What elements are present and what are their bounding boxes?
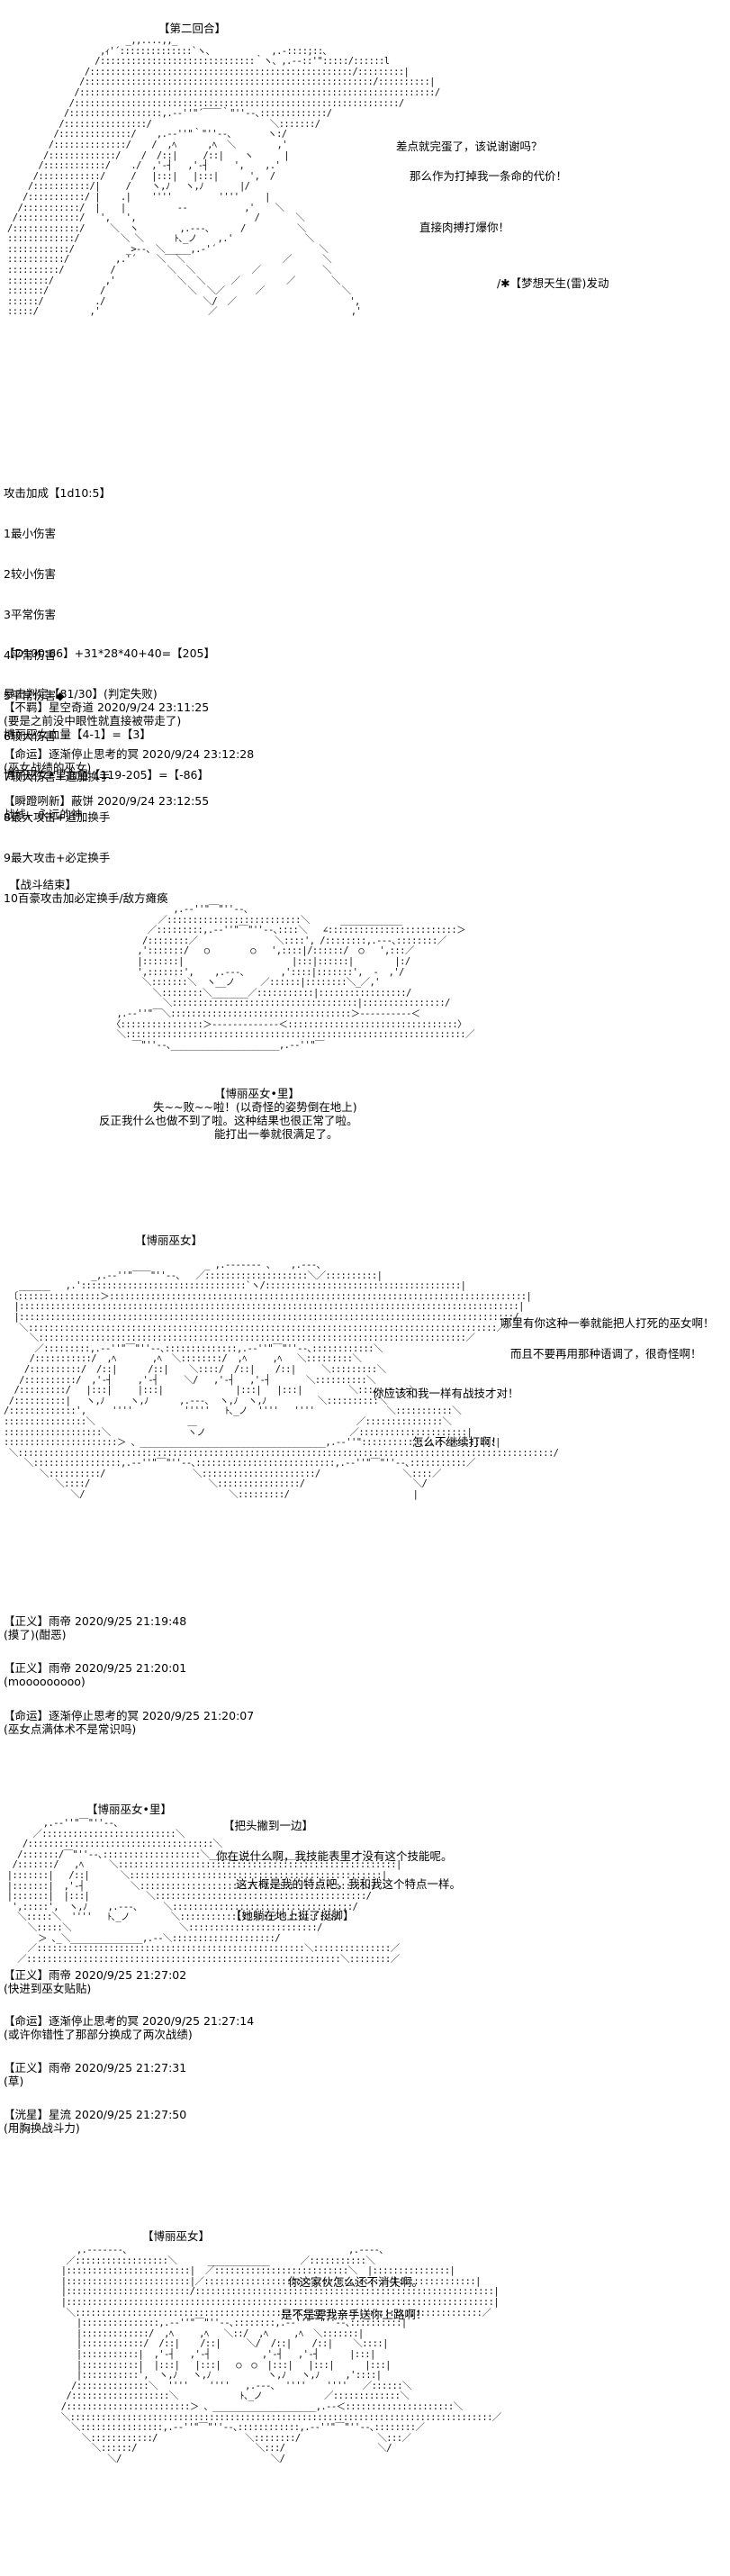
attack-row: 7较大伤害+追加换手 (4, 770, 111, 783)
dialogue-line: 是不是要我亲手送你上路啊！ (281, 2308, 428, 2321)
dialogue-line: 【把头撇到一边】 (223, 1819, 314, 1832)
comment-user: 【洸星】星流 2020/9/25 21:27:50 (4, 2108, 187, 2121)
speaker-label: 【博丽巫女•里】 (86, 1803, 172, 1816)
attack-table: 攻击加成【1d10:5】 1最小伤害 2较小伤害 3平常伤害 4平常伤害 5平常… (4, 459, 168, 932)
attack-row: 3平常伤害 (4, 608, 56, 621)
comment-user: 【命运】逐渐停止思考的冥 2020/9/24 23:12:28 (4, 747, 255, 761)
calc-row: 【D100:66】+31*28*40+40=【205】 (4, 646, 216, 660)
damage-calc: 【D100:66】+31*28*40+40=【205】 暴击判定【81/30】(… (4, 619, 215, 809)
comment-user: 【命运】逐渐停止思考的冥 2020/9/25 21:20:07 (4, 1709, 255, 1722)
comment-text: (要是之前没中眼性就直接被带走了) (4, 714, 182, 728)
attack-row: 10百豪攻击加必定换手/敌方瘫痪 (4, 891, 168, 905)
dialogue-line: 【她躺在地上挺了挺脚】 (230, 1909, 355, 1922)
attack-row: 2较小伤害 (4, 567, 56, 581)
comment-user: 【正义】雨帝 2020/9/25 21:27:02 (4, 1968, 187, 1982)
comment-text: (巫女点满体术不是常识吗) (4, 1722, 137, 1736)
dialogue-line: /✱【梦想天生(雷)发动 (497, 276, 609, 290)
comment-user: 【正义】雨帝 2020/9/25 21:27:31 (4, 2061, 187, 2074)
ascii-art-figure-2: _ ,.-‐‐‐‐‐- 、 ,.-‐-、 _,.-‐''"￣￣"''‐-､ ／:… (4, 1260, 559, 1501)
scene1-dialogue: 差点就完蛋了，该说谢谢吗？ (396, 113, 543, 180)
battle-end-header: 【战斗结束】 (9, 878, 77, 891)
ascii-art-lying-figure: ,.-‐''"￣"''‐-､ ／::::::::::::::::::::::::… (111, 904, 475, 1051)
comment-user: 【不羁】星空奇道 2020/9/24 23:11:25 (4, 700, 210, 714)
dialogue-line: 那么作为打掉我一条命的代价！ (410, 169, 568, 183)
dialogue-line: 反正我什么也做不到了啦。这种结果也很正常了啦。 (99, 1114, 358, 1127)
dialogue-line: 你在说什么啊，我技能表里才没有这个技能呢。 (216, 1849, 453, 1863)
dialogue-line: 而且不要再用那种语调了，很奇怪啊！ (510, 1347, 702, 1360)
speaker-label: 【博丽巫女】 (135, 1234, 203, 1247)
round-header: 【第二回合】 (158, 22, 227, 35)
comment-user: 【正义】雨帝 2020/9/25 21:20:01 (4, 1661, 187, 1675)
dialogue-line: 差点就完蛋了，该说谢谢吗？ (396, 140, 543, 153)
comment-text: (巫女战绩的巫女) (4, 761, 92, 774)
attack-row: 6较大伤害 (4, 729, 56, 743)
comment-text: (用胸换战斗力) (4, 2121, 80, 2135)
dialogue-line: 怎么不继续打啊！ (412, 1435, 503, 1449)
comment-text: (mooooooooo) (4, 1675, 86, 1688)
dialogue-line: 你应该和我一样有战技才对！ (373, 1387, 519, 1400)
dialogue-line: 直接肉搏打爆你！ (419, 221, 510, 234)
dialogue-line: 这大概是我的特点吧，我和我这个特点一样。 (236, 1877, 462, 1891)
attack-row: 9最大攻击+必定换手 (4, 851, 111, 864)
ascii-art-figure-1: _,,....,,_ ,ｨ'´::::::::::::::`ヽ、 ,.-::::… (7, 35, 440, 318)
comment-text: (摸了)(酣恶) (4, 1628, 67, 1641)
calc-row: 博丽巫女•里血量【119-205】=【-86】 (4, 768, 209, 782)
attack-row: 1最小伤害 (4, 527, 56, 540)
dialogue-line: 哪里有你这种一拳就能把人打死的巫女啊！ (500, 1316, 715, 1330)
attack-row: 8最大攻击+追加换手 (4, 810, 111, 824)
calc-row: 暴击判定【81/30】(判定失败) (4, 687, 158, 700)
ascii-art-figure-4: ,.-‐‐‐‐‐-､ ,.-‐‐-､ ／::::::::::::::::::＼ … (60, 2245, 502, 2464)
attack-row: 4平常伤害 (4, 648, 56, 662)
attack-row: 5平常伤害◆ (4, 689, 65, 702)
attack-row: 攻击加成【1d10:5】 (4, 486, 111, 500)
comment-text: 战线，永远的神 (4, 808, 83, 821)
dialogue-line: 能打出一拳就很满足了。 (214, 1127, 338, 1141)
speaker-label: 【博丽巫女】 (142, 2229, 211, 2243)
comment-user: 【正义】雨帝 2020/9/25 21:19:48 (4, 1614, 187, 1628)
calc-row: 博丽巫女血量【4-1】=【3】 (4, 728, 151, 741)
dialogue-line: 失~~败~~啦！(以奇怪的姿势倒在地上) (153, 1100, 357, 1114)
comment-user: 【命运】逐渐停止思考的冥 2020/9/25 21:27:14 (4, 2014, 255, 2028)
speaker-label: 【博丽巫女•里】 (214, 1087, 300, 1100)
comment-text: (或许你错性了那部分换成了两次战绩) (4, 2028, 193, 2041)
dialogue-line: 你这家伙怎么还不消失啊。 (288, 2275, 424, 2289)
ascii-art-figure-3: ,.-‐''"￣"''‐-､ ／::::::::::::::::::::::::… (6, 1818, 402, 1965)
comment-user: 【瞬蹬咧新】蔽饼 2020/9/24 23:12:55 (4, 794, 210, 808)
comment-text: (快进到巫女贴贴) (4, 1982, 92, 1995)
comment-text: (草) (4, 2074, 24, 2088)
